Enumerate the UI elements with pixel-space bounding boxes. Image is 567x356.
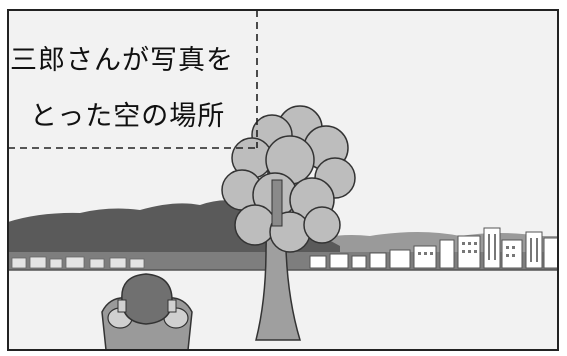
frame bbox=[7, 9, 559, 351]
caption-line-1: 三郎さんが写真を bbox=[10, 45, 234, 76]
city-windows bbox=[418, 234, 538, 262]
person-ears bbox=[167, 299, 177, 313]
caption-line-2: とった空の場所 bbox=[30, 101, 226, 132]
person-ears bbox=[117, 299, 127, 313]
caption-region-border bbox=[8, 10, 258, 149]
houses-left bbox=[11, 256, 145, 269]
person-head bbox=[121, 273, 173, 325]
tree-trunk-inner bbox=[271, 179, 283, 227]
person-icon bbox=[101, 273, 193, 351]
tree-icon bbox=[221, 105, 356, 341]
